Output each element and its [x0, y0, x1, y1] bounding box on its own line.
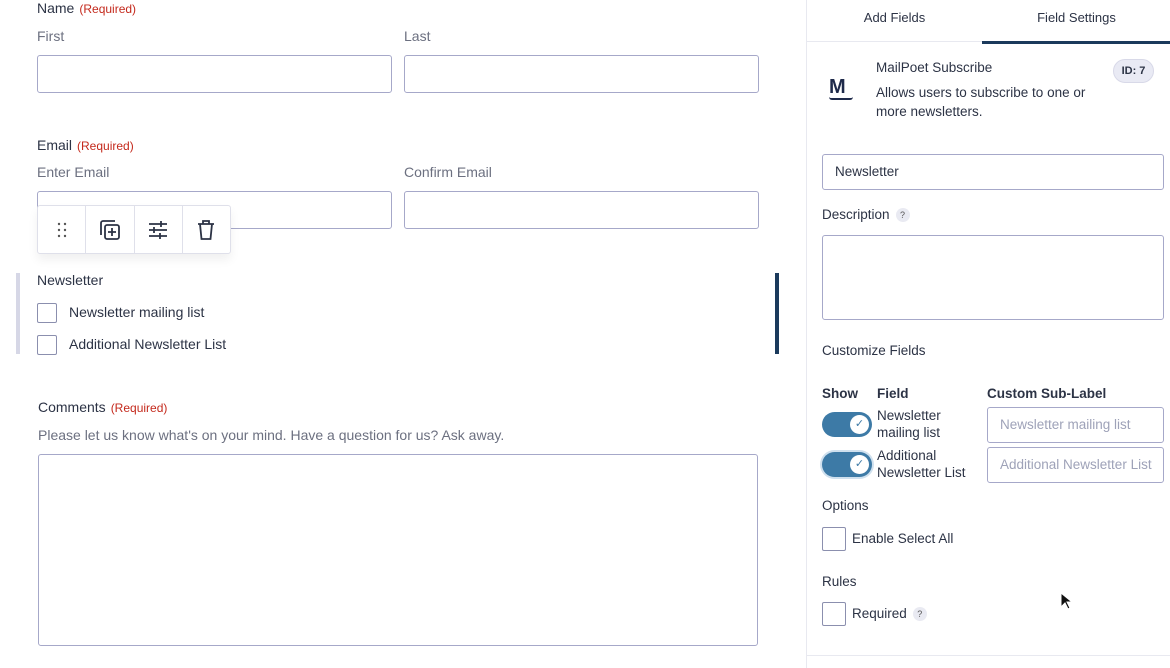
required-marker: (Required): [79, 2, 137, 16]
newsletter-label: Newsletter: [37, 272, 104, 288]
comments-description: Please let us know what's on your mind. …: [38, 427, 505, 443]
last-name-input[interactable]: [404, 55, 759, 93]
sub-label-input[interactable]: Additional Newsletter List: [987, 447, 1164, 483]
field-toolbar: [37, 205, 231, 254]
field-type-description: Allows users to subscribe to one or more…: [876, 85, 1086, 119]
last-sublabel: Last: [404, 28, 431, 44]
newsletter-option-checkbox[interactable]: [37, 303, 57, 323]
help-icon[interactable]: ?: [895, 208, 910, 223]
sub-label-input[interactable]: Newsletter mailing list: [987, 407, 1164, 443]
email-label: Email (Required): [37, 137, 134, 153]
show-toggle[interactable]: ✓: [822, 452, 872, 477]
row-field-name: Additional Newsletter List: [877, 448, 966, 480]
show-toggle[interactable]: ✓: [822, 412, 872, 437]
comments-label-text: Comments: [38, 399, 106, 415]
comments-label: Comments (Required): [38, 399, 167, 415]
row-field-name: Newsletter mailing list: [877, 408, 941, 440]
form-canvas: Name (Required) First Last Email (Required…: [16, 0, 779, 646]
required-marker: (Required): [77, 139, 134, 153]
settings-icon[interactable]: [135, 206, 183, 253]
customize-fields-label: Customize Fields: [822, 343, 926, 358]
drag-handle-icon[interactable]: [38, 206, 87, 253]
select-all-label: Enable Select All: [852, 531, 954, 546]
confirm-email-input[interactable]: [404, 191, 759, 229]
panel-divider: [807, 655, 1170, 656]
show-header: Show: [822, 386, 858, 401]
trash-icon[interactable]: [183, 206, 230, 253]
options-label: Options: [822, 498, 869, 513]
newsletter-option-checkbox[interactable]: [37, 335, 57, 355]
active-tab-underline: [982, 41, 1170, 44]
newsletter-option-label: Additional Newsletter List: [69, 336, 227, 352]
required-marker: (Required): [110, 401, 168, 415]
description-label: Description?: [822, 207, 910, 223]
name-label-text: Name: [37, 0, 75, 16]
first-sublabel: First: [37, 28, 65, 44]
tab-add-fields[interactable]: Add Fields: [863, 10, 926, 25]
field-id-badge: ID: 7: [1113, 59, 1154, 83]
confirm-email-sublabel: Confirm Email: [404, 164, 492, 180]
required-checkbox[interactable]: [822, 602, 846, 626]
duplicate-icon[interactable]: [86, 206, 135, 253]
mailpoet-logo-icon: M: [829, 76, 853, 100]
tab-field-settings[interactable]: Field Settings: [1037, 10, 1116, 25]
settings-panel: Add Fields Field Settings M MailPoet Sub…: [806, 0, 1170, 668]
select-all-checkbox[interactable]: [822, 527, 846, 551]
required-label: Required?: [852, 606, 927, 622]
description-label-text: Description: [822, 207, 890, 222]
help-icon[interactable]: ?: [912, 607, 927, 622]
field-header: Field: [877, 386, 909, 401]
enter-email-sublabel: Enter Email: [37, 164, 110, 180]
required-label-text: Required: [852, 606, 907, 621]
email-label-text: Email: [37, 137, 73, 153]
selection-indicator-left: [16, 273, 20, 354]
selection-indicator-right: [775, 273, 779, 354]
rules-label: Rules: [822, 574, 857, 589]
newsletter-option-label: Newsletter mailing list: [69, 304, 205, 320]
description-textarea[interactable]: [822, 235, 1164, 320]
field-type-name: MailPoet Subscribe: [876, 60, 993, 75]
comments-textarea[interactable]: [38, 454, 758, 646]
check-icon: ✓: [850, 455, 869, 474]
name-label: Name (Required): [37, 0, 136, 16]
sub-label-header: Custom Sub-Label: [987, 386, 1107, 401]
first-name-input[interactable]: [37, 55, 392, 93]
field-label-input[interactable]: Newsletter: [822, 154, 1164, 190]
mouse-cursor-icon: [1060, 591, 1074, 613]
check-icon: ✓: [850, 415, 869, 434]
